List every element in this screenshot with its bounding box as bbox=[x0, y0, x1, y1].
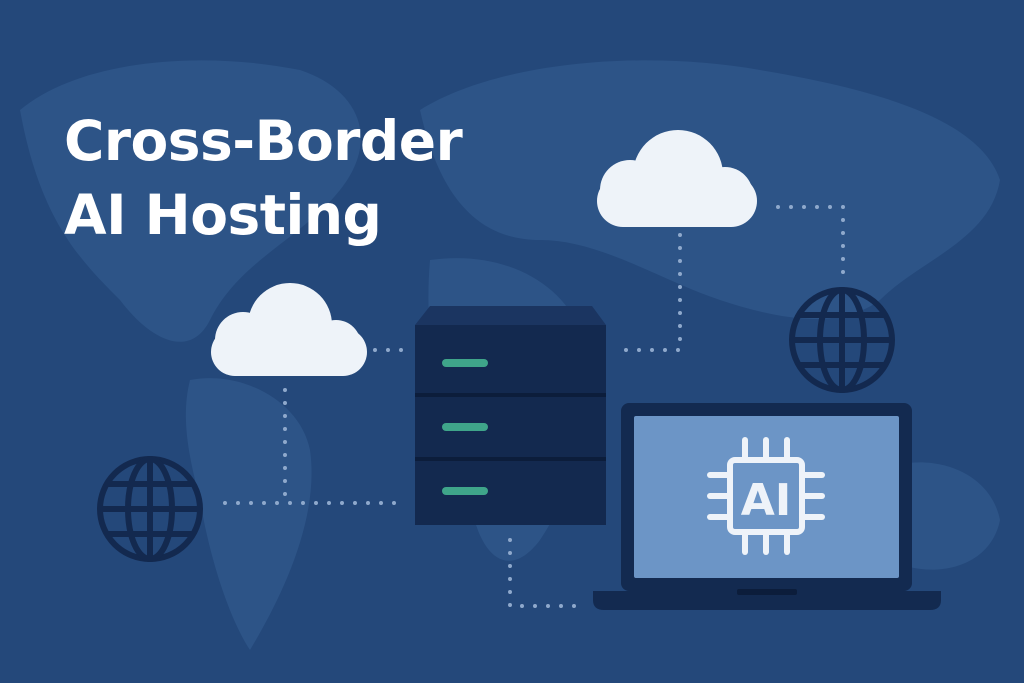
globe-icon-left bbox=[97, 456, 203, 562]
laptop-icon bbox=[593, 403, 941, 610]
server-icon bbox=[415, 306, 606, 525]
page-title: Cross-Border AI Hosting bbox=[64, 104, 463, 252]
cloud-icon-large bbox=[597, 130, 757, 227]
cloud-icon-small bbox=[211, 283, 367, 376]
globe-icon-right bbox=[789, 287, 895, 393]
title-line-2: AI Hosting bbox=[64, 183, 382, 247]
title-line-1: Cross-Border bbox=[64, 109, 463, 173]
connection-lines bbox=[223, 205, 845, 608]
chip-label: AI bbox=[741, 475, 791, 526]
chip-icon bbox=[707, 437, 825, 555]
